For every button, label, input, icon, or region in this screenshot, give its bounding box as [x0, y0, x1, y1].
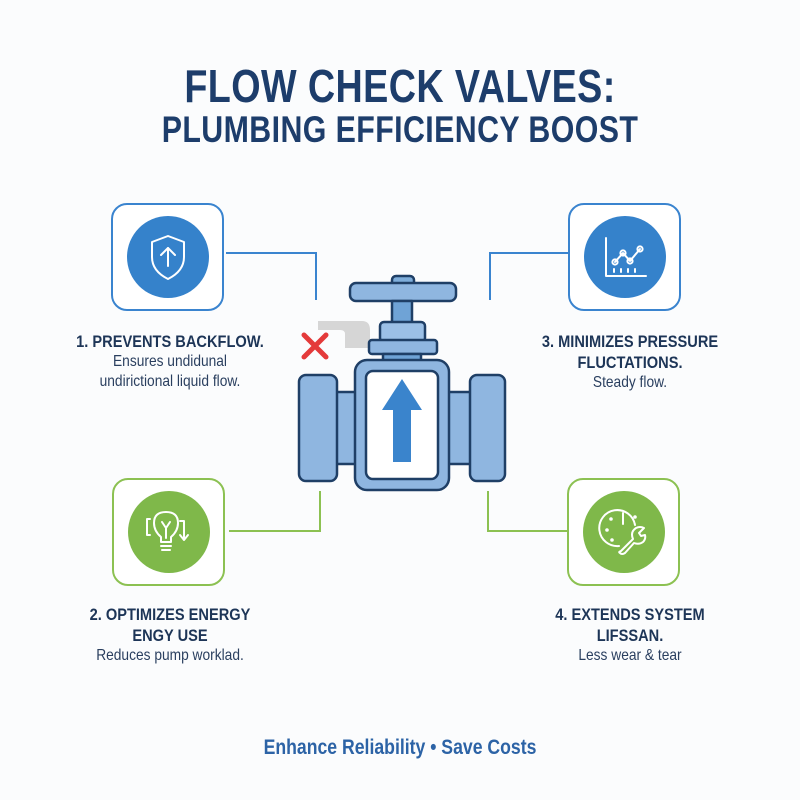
icon-disc [582, 491, 665, 573]
connector-top-left [226, 252, 317, 300]
page-title-line1: FLOW CHECK VALVES: [184, 60, 616, 112]
icon-disc [583, 216, 666, 298]
benefit-heading: 4. EXTENDS SYSTEM [555, 605, 705, 624]
benefit-card-extends-lifespan [567, 478, 680, 586]
benefit-heading: 2. OPTIMIZES ENERGY [89, 605, 251, 624]
icon-disc [126, 216, 209, 298]
benefit-description-line1: Ensures undidunal [112, 353, 227, 370]
benefit-card-minimizes-pressure [568, 203, 681, 311]
icon-disc [127, 491, 210, 573]
benefit-caption-4: 4. EXTENDS SYSTEM LIFSSAN. Less wear & t… [500, 604, 760, 666]
benefit-description-line2: undirictional liquid flow. [99, 373, 241, 390]
benefit-caption-1: 1. PREVENTS BACKFLOW. Ensures undidunal … [40, 331, 300, 392]
benefit-card-optimizes-energy [112, 478, 225, 586]
lightbulb-down-arrow-icon [145, 511, 189, 551]
shield-arrow-up-icon [150, 235, 185, 280]
connector-bottom-left [229, 491, 321, 532]
footer-tagline: Enhance Reliability • Save Costs [263, 736, 537, 759]
line-chart-icon [604, 237, 647, 277]
flow-arrow-up-icon [382, 379, 422, 462]
benefit-heading: 1. PREVENTS BACKFLOW. [76, 332, 264, 351]
benefit-caption-2: 2. OPTIMIZES ENERGY ENGY USE Reduces pum… [40, 604, 300, 666]
benefit-description-line1: Reduces pump worklad. [96, 647, 244, 664]
benefit-description-line1: Steady flow. [592, 374, 668, 391]
connector-bottom-right [487, 491, 567, 532]
benefit-heading-line2: LIFSSAN. [596, 626, 664, 645]
benefit-description-line1: Less wear & tear [578, 647, 682, 664]
benefit-card-prevents-backflow [111, 203, 224, 311]
red-x-icon [301, 332, 329, 360]
page-title-line2: PLUMBING EFFICIENCY BOOST [161, 109, 639, 150]
blocked-backflow-pipe-icon [318, 321, 370, 348]
benefit-heading-line2: ENGY USE [132, 626, 208, 645]
benefit-heading: 3. MINIMIZES PRESSURE [541, 332, 719, 351]
benefit-caption-3: 3. MINIMIZES PRESSURE FLUCTATIONS. Stead… [500, 331, 760, 393]
benefit-heading-line2: FLUCTATIONS. [577, 353, 683, 372]
connector-top-right [489, 252, 568, 300]
gauge-wrench-icon [597, 509, 646, 555]
